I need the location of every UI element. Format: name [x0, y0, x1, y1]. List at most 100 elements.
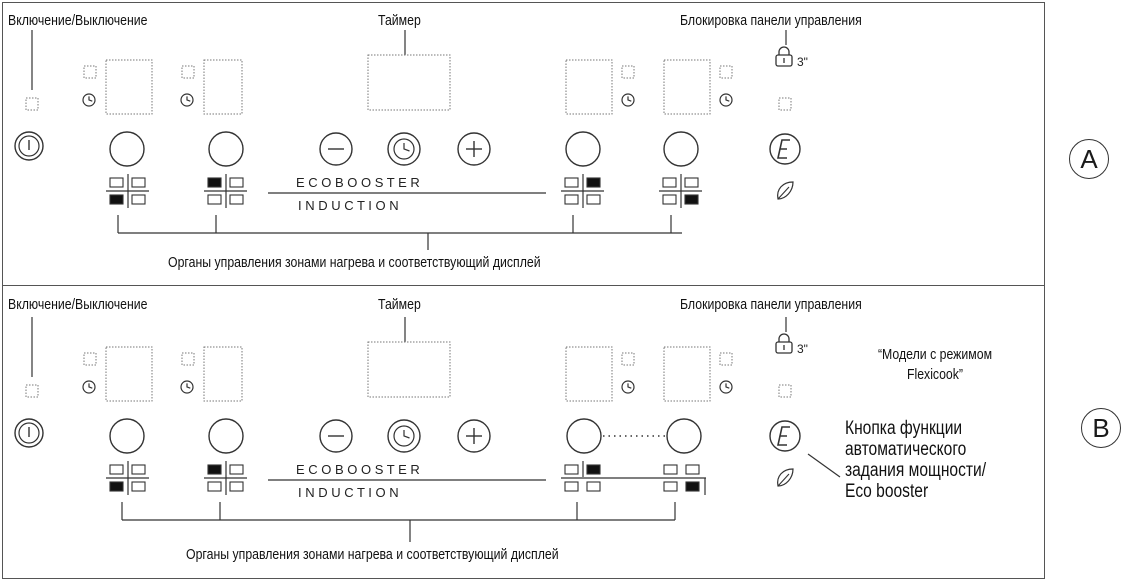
timer-button — [387, 419, 421, 453]
zone2-timer-icon — [180, 93, 194, 107]
panel-b-letter: B — [1081, 408, 1121, 448]
zone-segment-tl — [663, 464, 678, 475]
zone1-grid — [106, 174, 149, 208]
zone-segment-bl — [564, 194, 579, 205]
clock-hands — [725, 383, 730, 389]
padlock-shackle — [778, 333, 790, 342]
zone-segment-tr — [229, 177, 244, 188]
leaf-vein — [777, 186, 790, 200]
zone1-grid — [106, 461, 149, 495]
e-button-circle — [769, 420, 801, 452]
clock-face — [719, 93, 733, 107]
power-inner — [18, 422, 40, 444]
lock-time: 3" — [797, 55, 808, 69]
clock-face — [82, 93, 96, 107]
zone1-display — [105, 59, 153, 115]
zone-segment-tl — [109, 464, 124, 475]
minus-button — [319, 132, 353, 166]
clock-hands — [88, 96, 93, 102]
zone-segment-br — [229, 481, 244, 492]
lock-label-a: Блокировка панели управления — [680, 12, 862, 29]
timer-button-outer — [387, 419, 421, 453]
zone-segment-tr — [229, 464, 244, 475]
plus-button — [457, 419, 491, 453]
eco-button — [769, 420, 801, 452]
zone2-led — [181, 352, 195, 366]
zone4-led — [719, 65, 733, 79]
panel-b — [2, 286, 1045, 579]
zone-segment-br — [131, 194, 146, 205]
zone-segment-bl — [207, 194, 222, 205]
zone4-display — [663, 346, 711, 402]
eco-booster-text: E C O B O O S T E R — [296, 462, 420, 477]
induction-text: I N D U C T I O N — [298, 485, 399, 500]
panel-a-letter: A — [1069, 139, 1109, 179]
zone4-grid — [659, 174, 702, 208]
zones-label-a: Органы управления зонами нагрева и соотв… — [168, 254, 541, 271]
zone-segment-br — [131, 481, 146, 492]
power-outer — [14, 418, 44, 448]
e-letter — [777, 426, 790, 446]
clock-icon — [393, 425, 415, 447]
power-icon — [14, 418, 44, 448]
zone4-button — [663, 131, 699, 167]
padlock-icon — [775, 46, 793, 67]
zone1-button — [109, 131, 145, 167]
zone3-button — [565, 131, 601, 167]
flexicook-note: “Модели с режимом Flexicook” — [877, 346, 993, 383]
zone-segment-tr — [684, 177, 699, 188]
zone-segment-bl — [663, 481, 678, 492]
padlock-body — [775, 341, 793, 354]
zone1-led — [83, 65, 97, 79]
power-inner — [18, 135, 40, 157]
zone2-button — [208, 131, 244, 167]
zone4-button — [666, 418, 702, 454]
zone1-display — [105, 346, 153, 402]
zones-label-b: Органы управления зонами нагрева и соотв… — [186, 546, 559, 563]
padlock-body — [775, 54, 793, 67]
zone-segment-tl — [207, 177, 222, 188]
panel-b-drawing: E C O B O O S T E RI N D U C T I O N3" — [14, 317, 841, 542]
zone-segment-bl — [109, 194, 124, 205]
eco-button-note: Кнопка функции автоматического задания м… — [845, 418, 987, 502]
zone-segment-tl — [564, 177, 579, 188]
zone-segment-tr — [586, 464, 601, 475]
zone3-display — [565, 59, 613, 115]
plus-button — [457, 132, 491, 166]
eco-note-leader — [807, 453, 841, 478]
eco-button — [769, 133, 801, 165]
clock-face — [180, 380, 194, 394]
zone2-display — [203, 346, 243, 402]
eco-booster-text: E C O B O O S T E R — [296, 175, 420, 190]
zone4-timer-icon — [719, 380, 733, 394]
zone3-grid — [561, 461, 706, 492]
zone2-led — [181, 65, 195, 79]
clock-icon — [393, 138, 415, 160]
timer-label-b: Таймер — [378, 296, 421, 313]
zone-segment-bl — [564, 481, 579, 492]
panel-a — [2, 2, 1045, 286]
timer-button — [387, 132, 421, 166]
padlock-icon — [775, 333, 793, 354]
zone3-timer-icon — [621, 380, 635, 394]
padlock-shackle — [778, 46, 790, 55]
clock-face — [719, 380, 733, 394]
zone-segment-tr — [131, 464, 146, 475]
zone-segment-tr — [685, 464, 700, 475]
zone2-grid — [204, 174, 247, 208]
clock-face — [393, 138, 415, 160]
zone-segment-br — [586, 194, 601, 205]
power-led — [25, 384, 39, 398]
zone3-button — [566, 418, 602, 454]
clock-hands — [403, 143, 410, 152]
zone-segment-tl — [109, 177, 124, 188]
e-button-circle — [769, 133, 801, 165]
zone-segment-br — [586, 481, 601, 492]
lock-led — [778, 97, 792, 111]
zone-segment-tr — [131, 177, 146, 188]
zone4-led — [719, 352, 733, 366]
power-led — [25, 97, 39, 111]
clock-face — [82, 380, 96, 394]
timer-label-a: Таймер — [378, 12, 421, 29]
zone2-button — [208, 418, 244, 454]
